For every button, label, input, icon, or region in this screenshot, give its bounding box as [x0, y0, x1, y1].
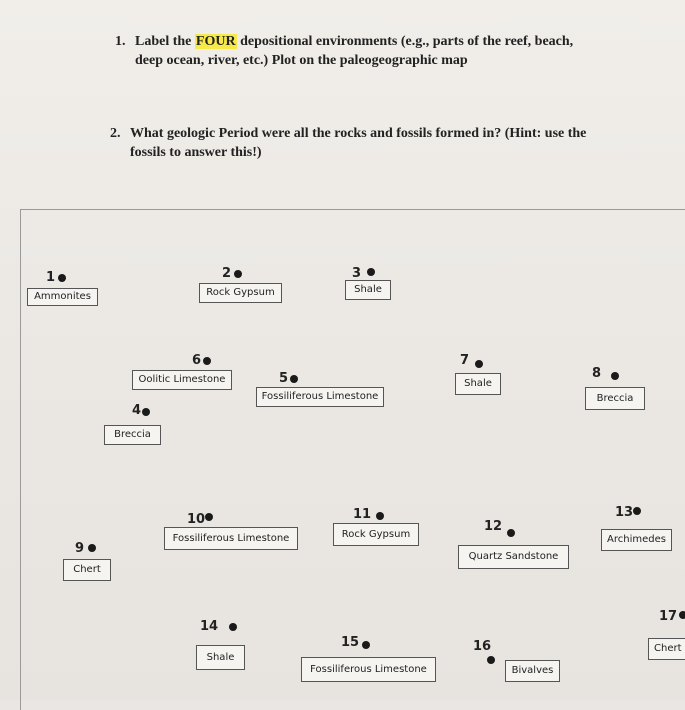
site-11-number: 11	[353, 507, 372, 522]
question-2-text: What geologic Period were all the rocks …	[130, 126, 587, 160]
site-13-dot	[633, 507, 641, 515]
site-16-number: 16	[473, 639, 492, 654]
site-15-number: 15	[341, 635, 360, 650]
question-1-highlight: FOUR	[194, 34, 237, 49]
site-4-number: 4	[132, 403, 142, 418]
site-2-dot	[234, 270, 242, 278]
site-7-label: Shale	[455, 373, 501, 395]
site-9-label: Chert	[63, 559, 111, 581]
site-9-number: 9	[75, 541, 85, 556]
site-9-dot	[88, 544, 96, 552]
site-1-label: Ammonites	[27, 288, 98, 306]
site-17-label: Chert	[648, 638, 685, 660]
paleogeographic-map-frame	[20, 209, 685, 710]
site-2-label: Rock Gypsum	[199, 283, 282, 303]
site-7-number: 7	[460, 353, 470, 368]
site-5-number: 5	[279, 371, 289, 386]
site-5-dot	[290, 375, 298, 383]
question-2: 2. What geologic Period were all the roc…	[110, 124, 600, 162]
site-15-label: Fossiliferous Limestone	[301, 657, 436, 682]
site-12-number: 12	[484, 519, 503, 534]
site-16-label: Bivalves	[505, 660, 560, 682]
site-14-number: 14	[200, 619, 219, 634]
site-4-label: Breccia	[104, 425, 161, 445]
site-14-label: Shale	[196, 645, 245, 670]
site-3-number: 3	[352, 266, 362, 281]
question-1-text-after: depositional environments (e.g., parts o…	[135, 34, 574, 68]
site-7-dot	[475, 360, 483, 368]
site-12-label: Quartz Sandstone	[458, 545, 569, 569]
question-1-text-before: Label the	[135, 34, 195, 49]
site-17-number: 17	[659, 609, 678, 624]
question-1: 1. Label the FOUR depositional environme…	[115, 32, 595, 70]
site-14-dot	[229, 623, 237, 631]
site-8-dot	[611, 372, 619, 380]
site-8-number: 8	[592, 366, 602, 381]
site-16-dot	[487, 656, 495, 664]
site-17-dot	[679, 611, 685, 619]
site-1-dot	[58, 274, 66, 282]
site-11-label: Rock Gypsum	[333, 523, 419, 546]
site-8-label: Breccia	[585, 387, 645, 410]
site-6-number: 6	[192, 353, 202, 368]
site-13-number: 13	[615, 505, 634, 520]
site-3-label: Shale	[345, 280, 391, 300]
question-2-number: 2.	[110, 126, 121, 141]
site-15-dot	[362, 641, 370, 649]
site-10-label: Fossiliferous Limestone	[164, 527, 298, 550]
site-1-number: 1	[46, 270, 56, 285]
site-4-dot	[142, 408, 150, 416]
question-1-number: 1.	[115, 34, 126, 49]
site-10-dot	[205, 513, 213, 521]
site-6-label: Oolitic Limestone	[132, 370, 232, 390]
site-11-dot	[376, 512, 384, 520]
site-5-label: Fossiliferous Limestone	[256, 387, 384, 407]
site-3-dot	[367, 268, 375, 276]
site-6-dot	[203, 357, 211, 365]
site-10-number: 10	[187, 512, 206, 527]
site-12-dot	[507, 529, 515, 537]
site-13-label: Archimedes	[601, 529, 672, 551]
site-2-number: 2	[222, 266, 232, 281]
